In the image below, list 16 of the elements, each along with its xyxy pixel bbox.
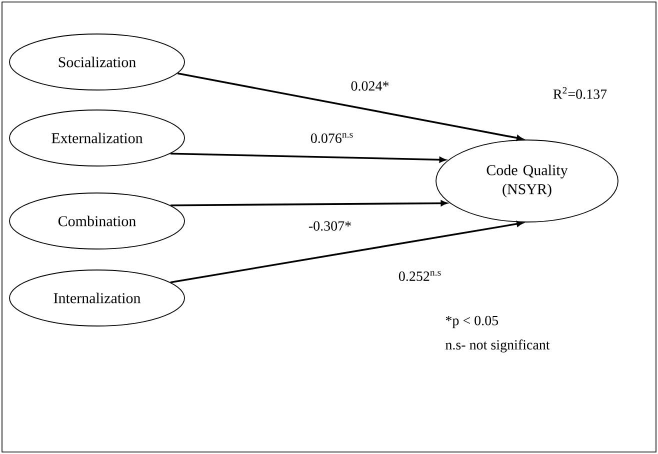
ellipse-node: Code Quality (NSYR) — [436, 140, 618, 222]
edge-label: -0.307* — [307, 220, 353, 232]
edge-label: 0.024* — [350, 80, 390, 92]
ellipse-node: Combination — [9, 192, 185, 250]
arrow — [178, 72, 523, 141]
arrow — [170, 152, 446, 163]
ellipse-node: Socialization — [9, 34, 185, 90]
r-squared-label: R$^{2}$=0.137 — [553, 87, 607, 99]
edge-label: 0.076$^{n.s}$ — [309, 132, 355, 144]
arrow — [170, 221, 523, 284]
ellipse-node: Internalization — [9, 270, 185, 326]
arrow — [170, 200, 448, 206]
note-text: *p < 0.05 — [446, 316, 498, 328]
ellipse-node: Externalization — [9, 110, 185, 166]
edge-label: 0.252$^{n.s}$ — [397, 270, 443, 282]
note-text: n.s- not significant — [446, 340, 550, 352]
